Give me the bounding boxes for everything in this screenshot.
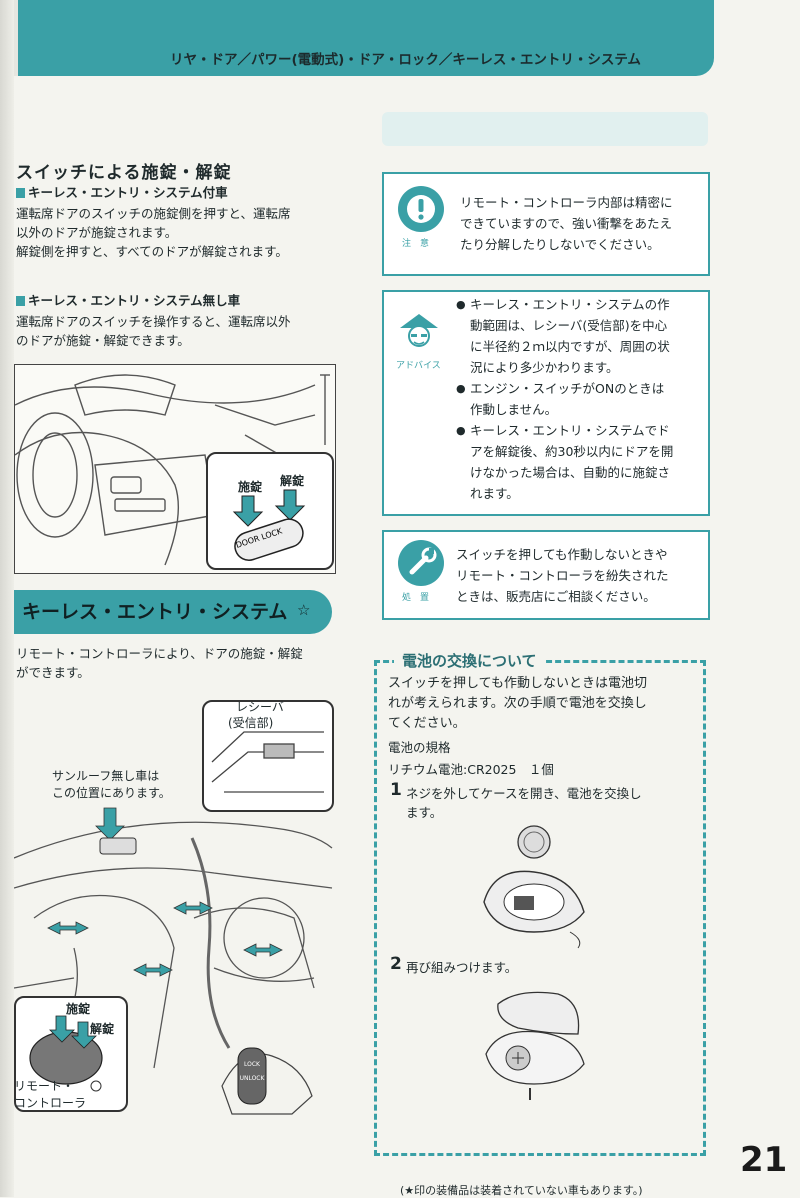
- step1-number: 1: [390, 780, 402, 800]
- caution-icon: [398, 186, 444, 232]
- advice-text: キーレス・エントリ・システムの作 動範囲は、レシーバ(受信部)を中心 に半径約２…: [456, 294, 673, 504]
- switch-section-title: スイッチによる施錠・解錠: [16, 163, 232, 183]
- without-keyless-text: 運転席ドアのスイッチを操作すると、運転席以外 のドアが施錠・解錠できます。: [16, 314, 291, 348]
- remedy-caption: 処 置: [402, 593, 430, 603]
- receiver-label-sub: (受信部): [228, 716, 274, 730]
- battery-spec: リチウム電池:CR2025 １個: [388, 762, 554, 777]
- battery-title: 電池の交換について: [394, 650, 545, 671]
- footnote: (★印の装備品は装着されていない車もあります。): [400, 1184, 643, 1197]
- keyless-text: リモート・コントローラにより、ドアの施錠・解錠 ができます。: [16, 646, 303, 680]
- hand-with-remote: LOCK UNLOCK: [212, 1026, 322, 1116]
- remote-unlock-label: 解錠: [90, 1022, 115, 1036]
- receiver-drawing: [211, 731, 324, 793]
- faded-heading-bar: [382, 112, 708, 146]
- assemble-remote-drawing: [485, 991, 585, 1100]
- remote-controller-label: リモート・ コントローラ: [14, 1079, 87, 1110]
- car-interior-drawing: [14, 807, 333, 1069]
- advice-box: アドバイス キーレス・エントリ・システムの作 動範囲は、レシーバ(受信部)を中心…: [382, 290, 710, 516]
- step2-number: 2: [390, 954, 402, 974]
- keyless-illustration: [14, 688, 334, 1112]
- heading-square-icon: [16, 296, 25, 306]
- door-lock-switch-drawing: DOOR LOCK: [232, 489, 306, 561]
- remote-unlock-btn-text: UNLOCK: [240, 1075, 266, 1082]
- open-remote-drawing: [483, 825, 585, 949]
- caution-caption: 注 意: [402, 239, 430, 249]
- battery-spec-heading: 電池の規格: [388, 740, 451, 755]
- page-number: 21: [740, 1140, 788, 1180]
- sunroof-note: サンルーフ無し車は この位置にあります。: [52, 769, 171, 800]
- lock-label: 施錠: [238, 480, 263, 494]
- without-keyless-heading: キーレス・エントリ・システム無し車: [16, 290, 240, 309]
- remote-callout: [14, 996, 128, 1112]
- advice-icon: [396, 310, 442, 356]
- step1-illustration: [474, 822, 594, 952]
- advice-bullet: キーレス・エントリ・システムの作 動範囲は、レシーバ(受信部)を中心 に半径約２…: [456, 294, 673, 378]
- heading-square-icon: [16, 188, 25, 198]
- keyless-section-title: キーレス・エントリ・システム: [22, 601, 288, 623]
- remote-lock-label: 施錠: [66, 1002, 91, 1016]
- header-band: [14, 0, 714, 76]
- star-icon: ☆: [297, 601, 311, 619]
- remedy-box: 処 置 スイッチを押しても作動しないときや リモート・コントローラを紛失された …: [382, 530, 710, 620]
- advice-bullet: キーレス・エントリ・システムでド アを解錠後、約30秒以内にドアを開 けなかった…: [456, 420, 673, 504]
- hand-remote-drawing: LOCK UNLOCK: [221, 1047, 313, 1115]
- page-binding-edge: [0, 0, 14, 1197]
- receiver-label: レシーバ: [236, 700, 284, 714]
- advice-bullet: エンジン・スイッチがONのときは 作動しません。: [456, 378, 673, 420]
- remedy-text: スイッチを押しても作動しないときや リモート・コントローラを紛失された ときは、…: [456, 547, 669, 604]
- caution-box: 注 意 リモート・コントローラ内部は精密に できていますので、強い衝撃をあたえ …: [382, 172, 710, 276]
- keyless-banner: [14, 590, 332, 634]
- battery-intro: スイッチを押しても作動しないときは電池切 れが考えられます。次の手順で電池を交換…: [388, 676, 647, 731]
- advice-caption: アドバイス: [396, 361, 441, 371]
- caution-text: リモート・コントローラ内部は精密に できていますので、強い衝撃をあたえ たり分解…: [460, 195, 673, 252]
- receiver-callout: [202, 700, 334, 812]
- step2-illustration: [478, 984, 598, 1104]
- page-header-title: リヤ・ドア／パワー(電動式)・ドア・ロック／キーレス・エントリ・システム: [170, 52, 641, 68]
- unlock-label: 解錠: [280, 474, 305, 488]
- door-switch-callout: DOOR LOCK: [206, 452, 334, 570]
- with-keyless-text: 運転席ドアのスイッチの施錠側を押すと、運転席 以外のドアが施錠されます。 解錠側…: [16, 206, 291, 259]
- step2-text: 再び組みつけます。: [406, 960, 518, 975]
- remote-lock-btn-text: LOCK: [244, 1061, 261, 1068]
- with-keyless-heading: キーレス・エントリ・システム付車: [16, 182, 228, 201]
- step1-text: ネジを外してケースを開き、電池を交換し ます。: [406, 786, 642, 820]
- remote-controller-drawing: [29, 1015, 103, 1092]
- wrench-icon: [398, 540, 444, 586]
